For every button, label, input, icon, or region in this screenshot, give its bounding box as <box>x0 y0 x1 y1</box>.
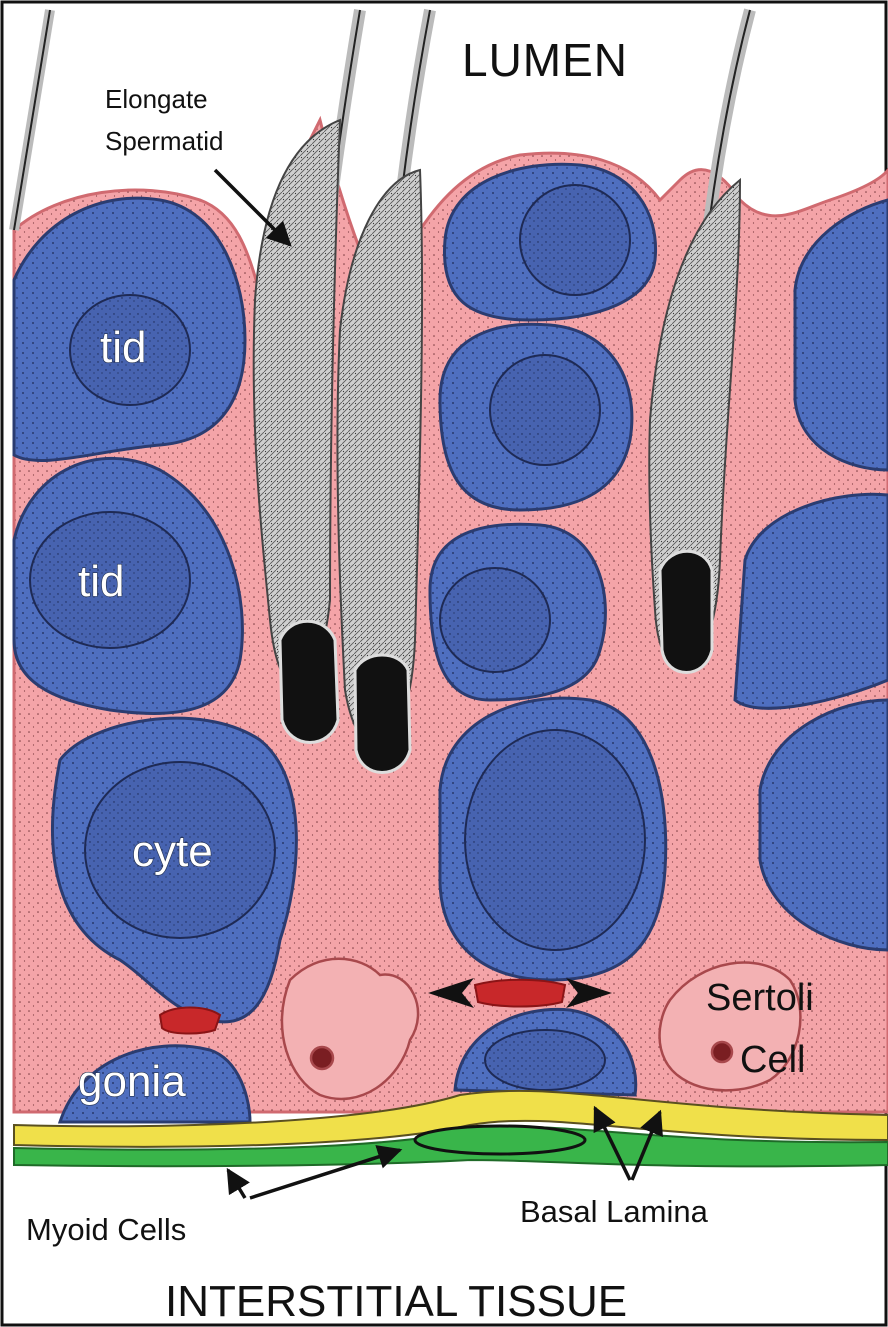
label-basal-lamina: Basal Lamina <box>520 1194 709 1229</box>
nucleus-mid-center <box>490 355 600 465</box>
label-sertoli-cell: Cell <box>740 1039 805 1081</box>
junction-left <box>160 1008 220 1034</box>
sertoli-nucleolus-right <box>712 1042 732 1062</box>
label-sertoli: Sertoli <box>706 977 814 1019</box>
spermatid-head-3 <box>660 551 712 672</box>
spermatid-head-1 <box>280 621 338 742</box>
sertoli-nucleolus-center <box>311 1047 333 1069</box>
label-interstitial-tissue: INTERSTITIAL TISSUE <box>165 1277 627 1326</box>
nucleus-center-cyte <box>465 730 645 950</box>
nucleus-top-center <box>520 185 630 295</box>
spermatid-head-2 <box>355 655 410 773</box>
nucleus-gonia-center <box>485 1030 605 1090</box>
label-spermatid: Spermatid <box>105 126 224 156</box>
junction-center <box>475 980 565 1007</box>
label-myoid-cells: Myoid Cells <box>26 1212 186 1247</box>
label-lumen: LUMEN <box>462 34 628 86</box>
myoid-cell-nucleus <box>415 1126 585 1154</box>
label-gonia: gonia <box>78 1057 186 1106</box>
label-cyte: cyte <box>132 827 213 876</box>
label-tid-upper: tid <box>100 323 146 372</box>
label-tid-lower: tid <box>78 557 124 606</box>
nucleus-lower-center <box>440 568 550 672</box>
label-elongate: Elongate <box>105 84 208 114</box>
